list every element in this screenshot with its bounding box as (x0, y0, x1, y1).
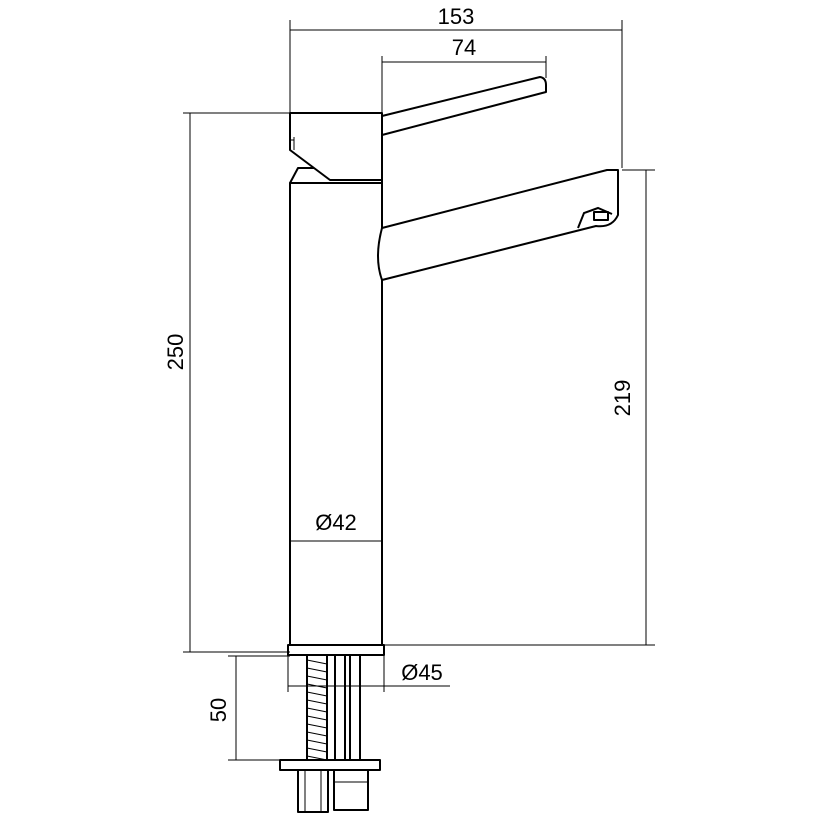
spout-height-label: 219 (610, 380, 635, 417)
base-diameter-label: Ø45 (401, 660, 443, 685)
body-diameter-label: Ø42 (315, 510, 357, 535)
nut-right (333, 769, 369, 811)
dim-spout-height: 219 (384, 169, 655, 646)
hose-left (334, 654, 346, 766)
lever-length-label: 74 (452, 35, 476, 60)
faucet-body (289, 182, 383, 646)
dim-shank-length: 50 (206, 655, 290, 761)
dim-body-diameter: Ø42 (290, 510, 382, 542)
nut-left (297, 769, 329, 813)
lever (381, 76, 547, 136)
hose-right (349, 654, 361, 766)
aerator (593, 211, 609, 221)
total-height-label: 250 (163, 334, 188, 371)
dim-base-diameter: Ø45 (287, 655, 450, 692)
dim-total-height: 250 (163, 112, 290, 653)
shank-length-label: 50 (206, 698, 231, 722)
spout (377, 169, 619, 281)
overall-width-label: 153 (438, 4, 475, 29)
base-ring (287, 644, 385, 656)
dim-lever-length: 74 (381, 35, 547, 113)
dim-overall-width: 153 (289, 4, 623, 168)
handle-block (289, 112, 383, 181)
thread-marks (306, 659, 328, 761)
mounting-plate (279, 759, 381, 771)
